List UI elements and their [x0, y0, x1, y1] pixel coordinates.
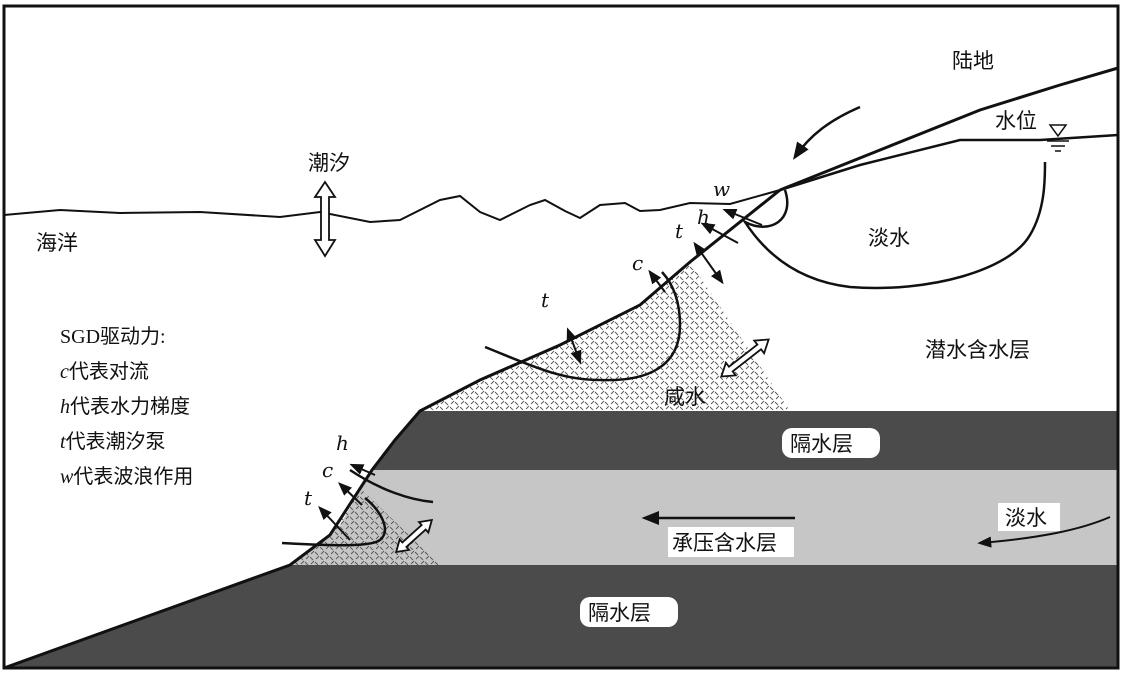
tidal-arrow-lower — [318, 505, 351, 541]
c-label-upper: c — [632, 251, 643, 275]
frame — [2, 4, 1120, 670]
water-table-symbol — [1047, 124, 1069, 152]
freshwater-lens — [741, 161, 1047, 290]
aquitard-lower-label-box — [580, 597, 678, 627]
legend-item-h: h代表水力梯度 — [60, 396, 190, 418]
confined-aquifer-label: 承压含水层 — [672, 531, 777, 555]
convection-arrow-upper — [648, 269, 666, 293]
water-table-line — [779, 133, 1119, 192]
w-label: w — [713, 177, 730, 201]
aquitard-upper-label-box — [782, 428, 880, 458]
h-label-upper: h — [697, 205, 710, 229]
legend-item-t: t代表潮汐泵 — [60, 431, 166, 453]
legend: SGD驱动力: c代表对流 h代表水力梯度 t代表潮汐泵 w代表波浪作用 — [60, 320, 193, 495]
wave-arrow — [722, 208, 763, 226]
legend-item-c: c代表对流 — [60, 361, 149, 383]
t-label-shore: t — [675, 219, 684, 243]
confined-label-box — [668, 527, 794, 557]
h-label-lower: h — [336, 431, 349, 455]
exchange-hollow-arrow-upper — [720, 338, 770, 378]
tide-hollow-arrow — [313, 180, 337, 258]
circulation-curve-lower — [281, 497, 387, 547]
tidal-pump-arrow-upper — [566, 327, 582, 365]
aquitard-upper-label: 隔水层 — [790, 432, 853, 456]
aquitard-lower-label: 隔水层 — [588, 601, 651, 625]
hydraulic-arrow-upper — [700, 222, 739, 244]
freshwater-lower-label: 淡水 — [1005, 506, 1047, 530]
t-label-lower: t — [304, 486, 313, 510]
legend-title: SGD驱动力: — [60, 326, 166, 348]
tidal-pump-arrow-shore — [693, 241, 724, 285]
legend-item-w: w代表波浪作用 — [60, 466, 194, 488]
hydraulic-arrow-lower — [349, 463, 376, 476]
circulation-curve-upper — [484, 271, 682, 382]
sea-surface-line — [3, 189, 781, 224]
unconfined-aquifer-label: 潜水含水层 — [925, 338, 1030, 362]
land-label: 陆地 — [952, 49, 994, 73]
freshwater-upper-label: 淡水 — [868, 226, 910, 250]
t-label-upper: t — [541, 288, 550, 312]
upper-aquitard-layer — [372, 411, 1118, 470]
runoff-arrow — [793, 105, 861, 160]
water-table-label: 水位 — [995, 109, 1037, 133]
saline-water-label: 咸水 — [664, 385, 706, 409]
c-label-lower: c — [322, 458, 333, 482]
lower-aquitard-layer — [4, 565, 1118, 668]
freshwater-lower-label-box — [998, 503, 1060, 531]
convection-arrow-lower — [337, 482, 363, 506]
hydraulic-curve-lower — [349, 468, 434, 504]
freshwater-inflow-arrow — [977, 516, 1111, 548]
ocean-label: 海洋 — [36, 231, 78, 255]
exchange-hollow-arrow-lower — [394, 518, 434, 554]
tide-label: 潮汐 — [308, 151, 350, 175]
saline-wedge-upper — [420, 262, 790, 411]
land-surface-line — [779, 66, 1119, 192]
